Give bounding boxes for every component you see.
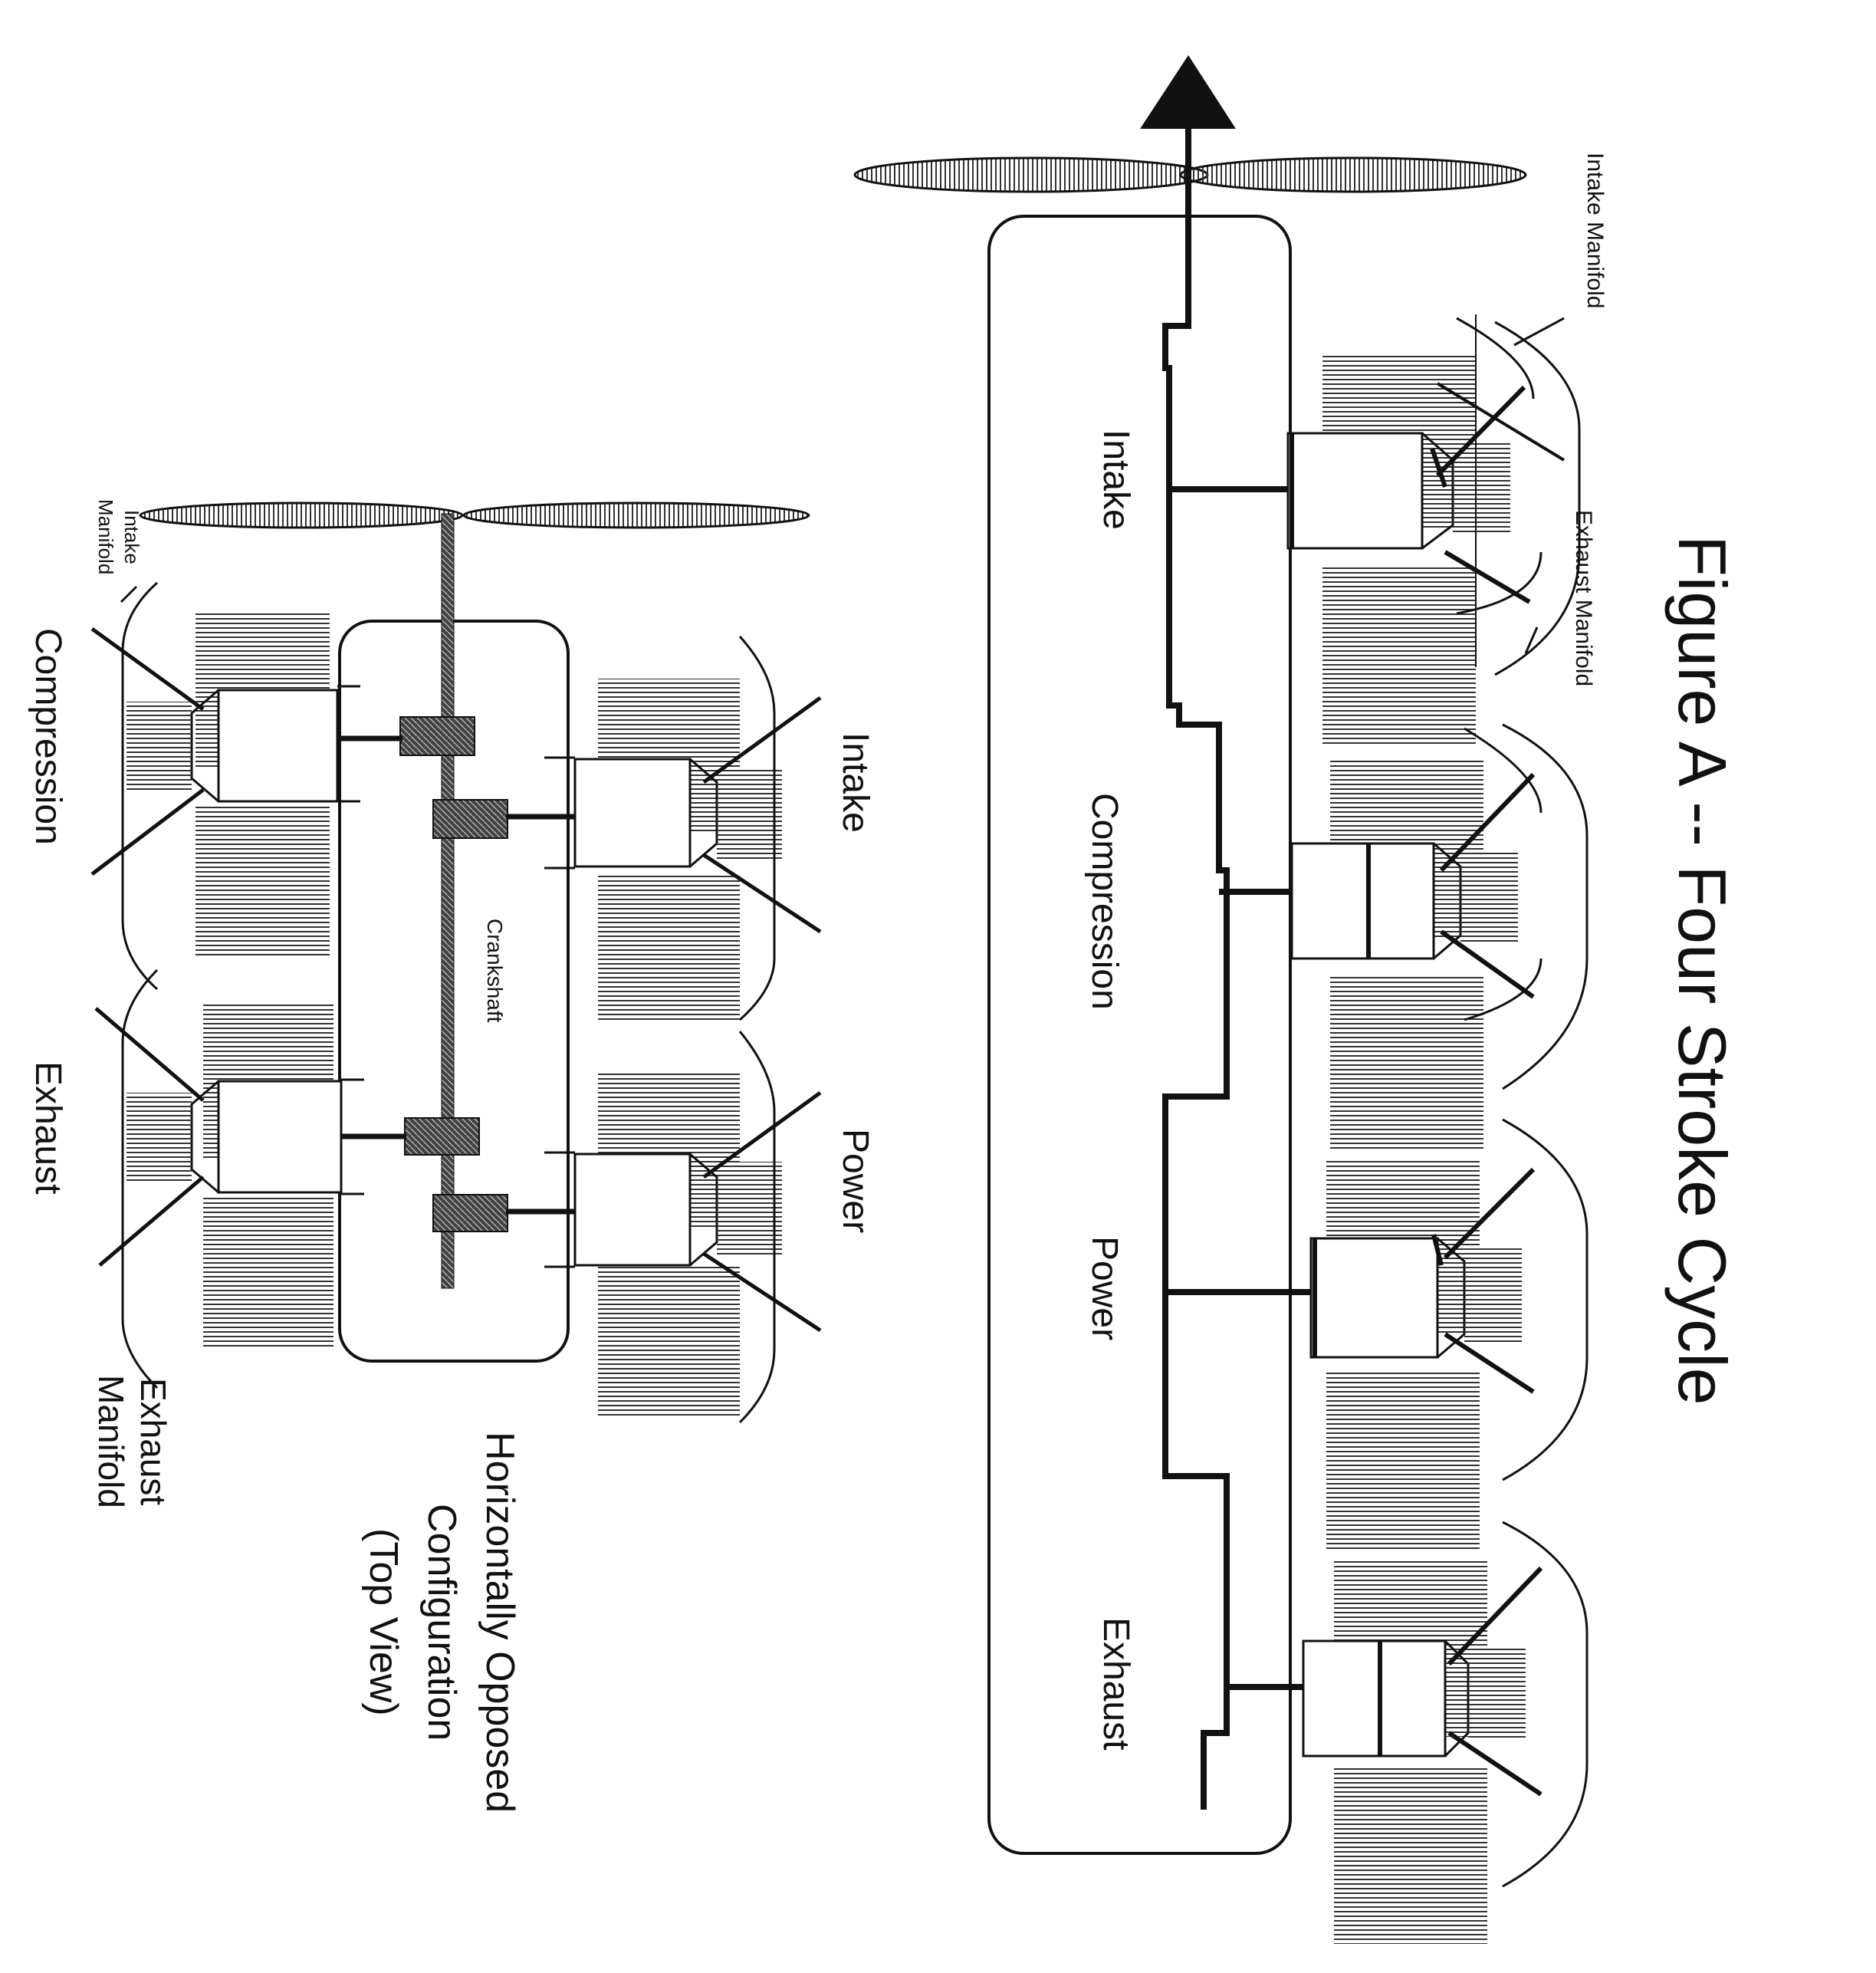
propeller-blade-left: [853, 156, 1209, 193]
opposed-label-power: Power: [835, 1129, 876, 1234]
direction-arrow-icon: [1140, 55, 1236, 129]
opposed-cylinder-compression: [90, 581, 360, 991]
opposed-intake-manifold-line2: Manifold: [94, 499, 117, 575]
opposed-propeller-left: [139, 501, 464, 529]
crank-throw-1: [399, 716, 475, 756]
opposed-label-compression: Compression: [28, 627, 68, 845]
opposed-exhaust-manifold-line2: Manifold: [91, 1375, 131, 1508]
exhaust-manifold-leader: [1524, 626, 1539, 654]
crankshaft-label: Crankshaft: [483, 918, 507, 1022]
opposed-intake-manifold-line1: Intake: [120, 509, 143, 564]
stroke-label-intake: Intake: [1096, 429, 1136, 530]
stroke-label-power: Power: [1084, 1236, 1125, 1341]
inline-engine: [853, 55, 1589, 1944]
opposed-caption-line2: Configuration: [419, 1503, 464, 1741]
intake-manifold-leader: [1513, 317, 1565, 347]
opposed-label-intake: Intake: [835, 732, 876, 833]
opposed-label-exhaust: Exhaust: [28, 1060, 68, 1194]
inline-cylinder-2: [1290, 723, 1589, 1150]
opposed-cylinder-power: [544, 1031, 822, 1424]
opposed-engine: [90, 501, 822, 1424]
opposed-cylinder-exhaust: [94, 968, 364, 1389]
exhaust-manifold-label: Exhaust Manifold: [1571, 510, 1596, 687]
stroke-label-compression: Compression: [1084, 792, 1125, 1010]
stroke-label-exhaust: Exhaust: [1096, 1616, 1136, 1750]
crank-throw-4: [432, 1194, 508, 1232]
opposed-caption-line1: Horizontally Opposed: [478, 1431, 522, 1813]
opposed-caption-line3: (Top View): [361, 1527, 406, 1716]
inline-crankshaft: [1162, 123, 1230, 1810]
intake-manifold-leader-2: [120, 585, 138, 603]
opposed-exhaust-manifold-line1: Exhaust: [133, 1378, 173, 1506]
intake-manifold-label: Intake Manifold: [1582, 152, 1608, 308]
crank-throw-3: [404, 1117, 480, 1156]
opposed-crankshaft: [441, 513, 455, 1289]
crank-throw-2: [432, 799, 508, 839]
inline-cylinder-1: [1286, 314, 1581, 744]
propeller-blade-right: [1179, 156, 1527, 193]
opposed-cylinder-intake: [544, 635, 822, 1021]
figure-title: Figure A -- Four Stroke Cycle: [1664, 534, 1740, 1406]
opposed-propeller-right: [462, 501, 810, 529]
inline-crankcase: [987, 215, 1292, 1855]
inline-cylinder-3: [1309, 1118, 1589, 1549]
inline-cylinder-4: [1302, 1521, 1589, 1944]
